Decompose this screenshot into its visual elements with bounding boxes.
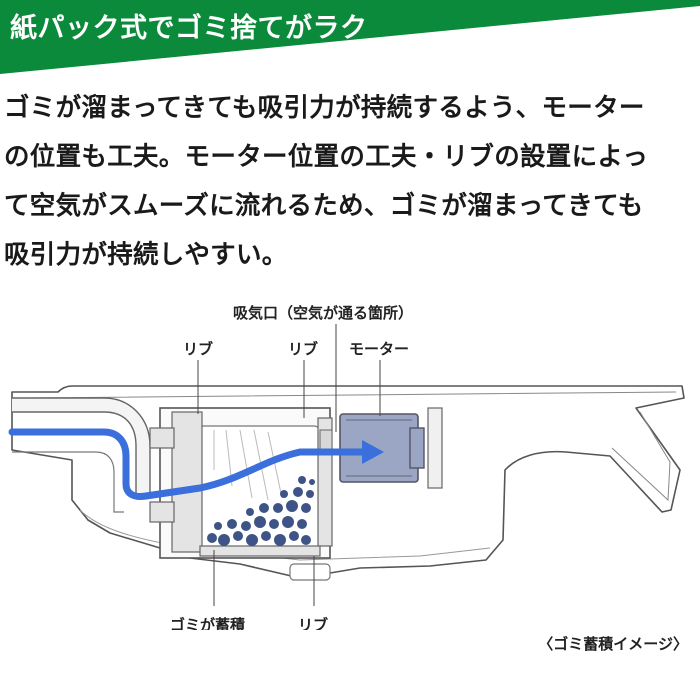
image-caption: 〈ゴミ蓄積イメージ〉: [538, 635, 688, 653]
intake-pipe-lower: [12, 451, 124, 513]
banner-background: [0, 0, 700, 74]
description-line: の位置も工夫。モーター位置の工夫・リブの設置によっ: [4, 142, 649, 172]
dust-particle: [227, 519, 237, 529]
dust-particle: [273, 503, 283, 513]
banner-title: 紙パック式でゴミ捨てがラク: [10, 13, 368, 44]
rib-bottom-structure: [199, 545, 321, 557]
dust-particle: [298, 476, 306, 484]
dust-particle: [261, 531, 271, 541]
dust-particle: [246, 508, 254, 516]
leader-lines: [197, 324, 381, 606]
dust-particles: [207, 476, 315, 546]
rib-left-notch: [149, 427, 175, 449]
dust-particle: [269, 519, 279, 529]
dust-particle: [289, 531, 299, 541]
intake-pipe: [12, 397, 151, 499]
label-rib-left: リブ: [183, 340, 213, 358]
dust-particle: [297, 519, 307, 529]
dust-particle: [282, 516, 294, 528]
dust-particle: [214, 522, 222, 530]
dust-particle: [246, 534, 258, 546]
airflow-path: [8, 428, 368, 500]
dust-particle: [293, 487, 303, 497]
motor-bracket: [427, 407, 443, 489]
dust-particle: [207, 533, 217, 543]
description-line: ゴミが溜まってきても吸引力が持続するよう、モーター: [4, 93, 645, 123]
rib-left-structure: [171, 411, 203, 553]
dust-particle: [301, 503, 311, 513]
motor: [339, 413, 419, 483]
label-rib-bottom: リブ: [298, 616, 328, 630]
dust-particle: [309, 479, 315, 485]
vacuum-cutaway-diagram: 吸気口（空気が通る箇所） リブ リブ モーター ゴミが蓄積 リブ: [8, 304, 685, 630]
label-dust: ゴミが蓄積: [170, 616, 246, 630]
dust-particle: [286, 500, 298, 512]
label-air-inlet: 吸気口（空気が通る箇所）: [233, 304, 413, 322]
dust-particle: [306, 490, 314, 498]
motor-detail-lines: [346, 419, 412, 477]
vacuum-foot: [289, 563, 331, 581]
description-line: 吸引力が持続しやすい。: [4, 240, 288, 270]
label-motor: モーター: [349, 340, 409, 358]
rib-left-notch-lower: [149, 501, 175, 523]
bag-pleats: [213, 429, 283, 501]
dust-particle: [241, 521, 251, 531]
description-text: ゴミが溜まってきても吸引力が持続するよう、モーター の位置も工夫。モーター位置の…: [4, 84, 696, 280]
header-banner: 紙パック式でゴミ捨てがラク: [0, 0, 700, 78]
dust-particle: [301, 535, 311, 545]
dust-particle: [280, 490, 288, 498]
dust-particle: [218, 534, 230, 546]
dust-particle: [233, 531, 243, 541]
airflow-arrowhead: [362, 440, 384, 464]
vacuum-inner-outline: [29, 391, 677, 502]
dust-particle: [254, 516, 266, 528]
label-rib-center: リブ: [288, 340, 318, 358]
dust-particle: [259, 503, 269, 513]
dust-particle: [274, 534, 286, 546]
description-line: て空気がスムーズに流れるため、ゴミが溜まってきても: [4, 191, 644, 221]
motor-notch: [409, 427, 425, 469]
